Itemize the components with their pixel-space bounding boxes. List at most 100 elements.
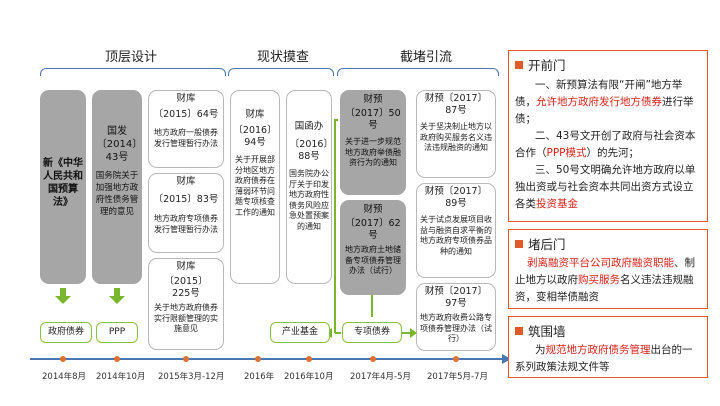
cy-97-doc: 地方政府收费公路专项债券管理办法（试行） [420,313,492,343]
phase-title-survey: 现状摸查 [256,50,309,65]
arrow-down-icon [114,288,120,296]
timeline-date: 2015年3月-12月 [158,372,225,382]
text-span: 三、50号文明确允许地方政府以单独出资或与社会资本共同出资方式设立各类 [515,164,696,210]
side-text-wall: 为规范地方政府债务管理出台的一系列政策法规文件等 [515,342,701,376]
ck-225-doc: 关于地方政府债券实行限额管理的实施意见 [154,303,218,333]
cy-89-org: 财预〔2017〕 [424,186,488,197]
side-title-open: 开前门 [528,58,566,73]
timeline-dot [306,356,312,362]
gbh-88-org: 国函办 [294,121,324,132]
highlight-text: 允许地方政府发行地方债券 [536,96,662,108]
card-gf-43: 国发〔2014〕43号 国务院关于加强地方政府性债务管理的意见 [92,90,142,284]
tag-gov-bond: 政府债券 [40,322,92,343]
ck-64-org: 财库 [176,93,196,104]
timeline-dot [370,356,376,362]
highlight-text: 购买服务 [578,274,620,286]
side-text-open-3: 三、50号文明确允许地方政府以单独出资或与社会资本共同出资方式设立各类投资基金 [515,162,701,213]
side-head-open: 开前门 [515,55,701,74]
cy-87-code: 87号 [445,105,467,116]
ck-94-doc: 关于开展部分地区地方政府债券在薄弱环节问题专项核查工作的通知 [235,155,275,217]
phase-title-top-design: 顶层设计 [104,50,157,65]
card-cy-62: 财预 〔2017〕62号 地方政府土地储备专项债券管理办法（试行） [340,200,406,295]
cy-89-code: 89号 [445,198,467,209]
budget-law-text: 新《中华人民共和国预算法》 [43,158,83,208]
card-ck-225: 财库 〔2015〕225号 关于地方政府债券实行限额管理的实施意见 [148,258,224,350]
connector-line [335,332,341,334]
timeline-dot [453,356,459,362]
square-bullet-icon [515,239,523,248]
ck-225-org: 财库 [176,261,196,272]
ck-225-code: 〔2015〕225号 [164,276,208,299]
card-gbh-88: 国函办 〔2016〕88号 国务院办公厅关于印发地方政府性债务风险应急处置预案的… [286,90,332,284]
ck-83-doc: 地方政府专项债券发行管理暂行办法 [154,214,218,234]
text-span: 名义违法违规融资，变相举债融资 [515,274,694,303]
ck-94-code: 〔2016〕94号 [233,125,277,148]
cy-62-code: 〔2017〕62号 [345,218,401,241]
card-ck-94: 财库 〔2016〕94号 关于开展部分地区地方政府债券在薄弱环节问题专项核查工作… [230,90,280,284]
highlight-text: 投资基金 [536,198,578,210]
timeline-line [30,358,506,360]
timeline-dot [60,356,66,362]
cy-50-code: 〔2017〕50号 [345,108,401,131]
ck-94-org: 财库 [245,109,265,120]
timeline-dot [114,356,120,362]
timeline-date: 2016年10月 [284,372,334,382]
highlight-text: PPP模式 [546,147,587,159]
side-text-close: 剥离融资平台公司政府融资职能、制止地方以政府购买服务名义违法违规融资，变相举债融… [515,255,701,306]
card-budget-law: 新《中华人民共和国预算法》 [40,90,86,284]
cy-62-doc: 地方政府土地储备专项债券管理办法（试行） [345,245,401,275]
phase-title-block: 截堵引流 [399,50,452,65]
cy-97-code: 97号 [445,298,467,309]
timeline-dot [255,356,261,362]
timeline-arrow-icon [502,354,511,364]
text-span: 进行举债； [515,96,694,125]
cy-50-org: 财预 [363,94,383,105]
gf-43-doc: 国务院关于加强地方政府性债务管理的意见 [95,171,139,217]
text-span: 为 [535,344,546,356]
connector-line [334,119,338,333]
square-bullet-icon [515,326,523,335]
brace-survey [228,68,334,76]
connector-line [402,332,410,334]
ck-64-code: 〔2015〕64号 [153,109,219,120]
timeline-date: 2017年5月-7月 [427,372,489,382]
tag-ppp: PPP [96,322,138,343]
side-head-wall: 筑围墙 [515,321,701,340]
tag-special-bond: 专项债券 [342,322,402,343]
timeline-dot [183,356,189,362]
side-title-close: 堵后门 [528,237,566,252]
side-text-open: 一、新预算法有限“开闸”地方举债，允许地方政府发行地方债券进行举债； [515,77,701,128]
side-box-close: 堵后门 剥离融资平台公司政府融资职能、制止地方以政府购买服务名义违法违规融资，变… [508,229,708,309]
arrow-down-icon [109,296,125,304]
brace-block [337,68,499,76]
cy-89-doc: 关于试点发展项目收益与融资自求平衡的地方政府专项债券品种的通知 [420,215,492,256]
gbh-88-doc: 国务院办公厅关于印发地方政府性债务风险应急处置预案的通知 [289,169,329,231]
cy-87-doc: 关于坚决制止地方以政府购买服务名义违法违规融资的通知 [420,122,492,152]
arrow-down-icon [55,296,71,304]
cy-50-doc: 关于进一步规范地方政府举债融资行为的通知 [345,137,401,167]
ck-64-doc: 地方政府一般债券发行管理暂行办法 [154,128,218,148]
card-ck-64: 财库 〔2015〕64号 地方政府一般债券发行管理暂行办法 [148,90,224,168]
side-title-wall: 筑围墙 [528,324,566,339]
timeline-date: 2014年8月 [42,372,87,382]
cy-87-org: 财预〔2017〕 [424,93,488,104]
text-span: 一、新预算法有限“开闸”地方举债， [515,79,683,108]
card-cy-50: 财预 〔2017〕50号 关于进一步规范地方政府举债融资行为的通知 [340,90,406,195]
highlight-text: 剥离融资平台公司政府融资职能 [527,257,674,269]
highlight-text: 规范地方政府债务管理 [545,344,651,356]
side-head-close: 堵后门 [515,234,701,253]
text-span: 、制止地方以政府 [515,257,695,286]
brace-top-design [40,68,226,76]
gbh-88-code: 〔2016〕88号 [289,139,329,162]
text-span: 出台的一系列政策法规文件等 [515,344,693,373]
cy-97-org: 财预〔2017〕 [424,286,488,297]
timeline-date: 2016年 [244,372,275,382]
tag-industry-fund: 产业基金 [270,322,330,343]
card-cy-87: 财预〔2017〕 87号 关于坚决制止地方以政府购买服务名义违法违规融资的通知 [416,90,496,178]
ck-83-code: 〔2015〕83号 [153,194,219,205]
connector-line [371,295,373,317]
square-bullet-icon [515,60,523,69]
side-box-open: 开前门 一、新预算法有限“开闸”地方举债，允许地方政府发行地方债券进行举债； 二… [508,50,708,222]
ck-83-org: 财库 [176,176,196,187]
text-span: ）的先河； [586,147,640,159]
